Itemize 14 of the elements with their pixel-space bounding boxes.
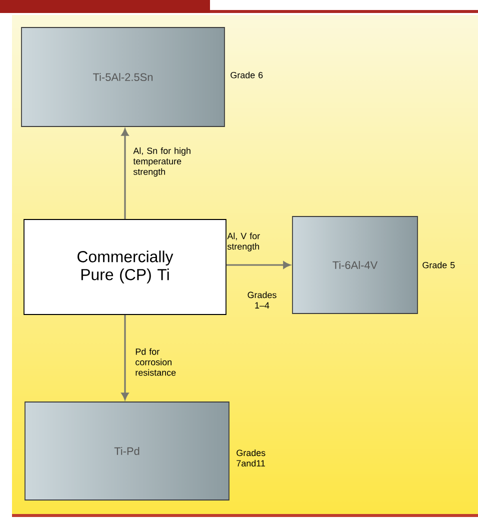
edge-label: Pd for corrosion resistance: [136, 348, 176, 376]
grade-label: Grades 7and11: [236, 449, 266, 467]
alloy-box: Ti-6Al-4V: [292, 216, 418, 314]
grade-label: Grades 1–4: [248, 292, 276, 308]
arrow: [226, 261, 290, 269]
grade-label: Grade 5: [422, 262, 455, 268]
grade-label: Grade 6: [230, 72, 263, 78]
edge-label: Al, V for strength: [227, 232, 260, 252]
alloy-box: Ti-Pd: [24, 402, 230, 500]
arrow: [121, 128, 129, 220]
arrow: [121, 314, 129, 400]
alloy-box: Ti-5Al-2.5Sn: [21, 27, 225, 127]
process-box: Commercially Pure (CP) Ti: [24, 219, 226, 315]
edge-label: Al, Sn for high temperature strength: [133, 147, 190, 177]
